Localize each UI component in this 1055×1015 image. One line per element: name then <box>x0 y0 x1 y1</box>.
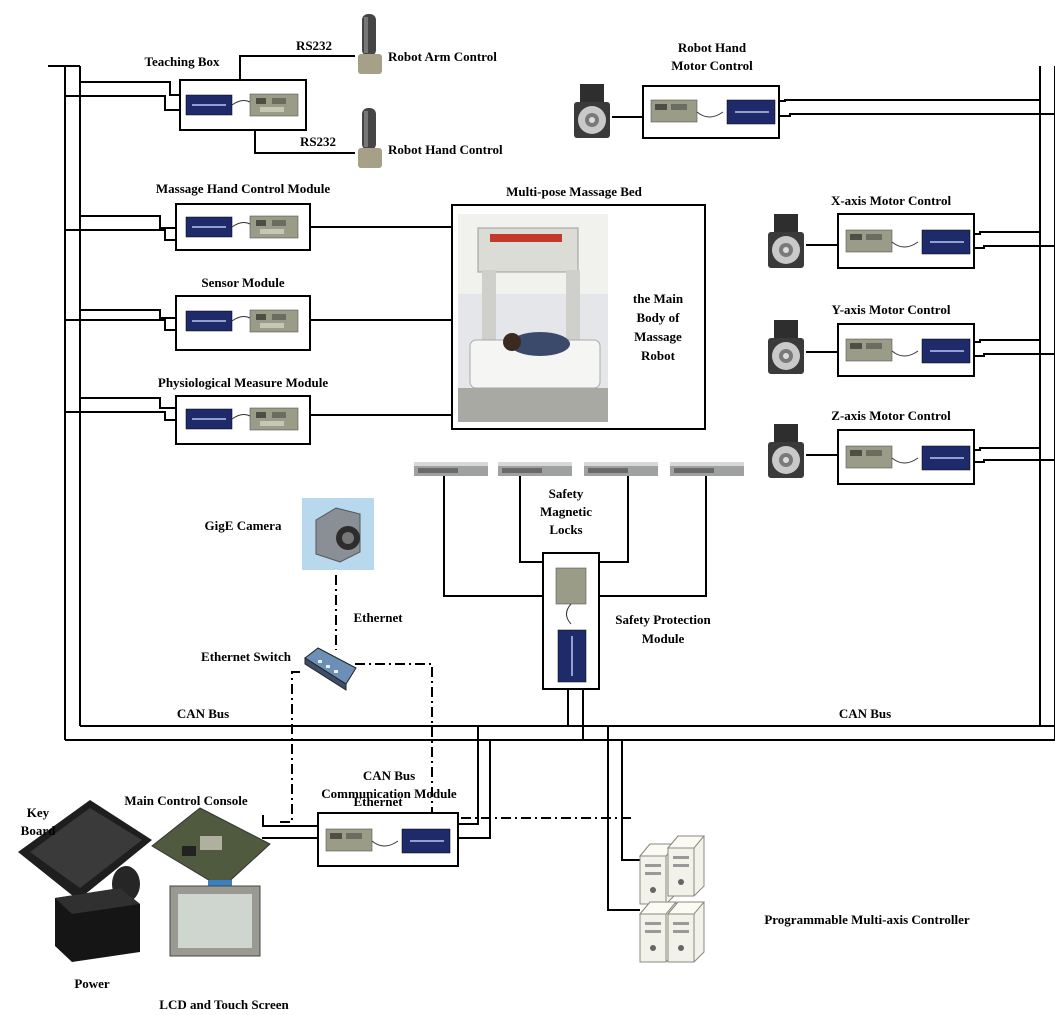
keyboard <box>18 800 152 902</box>
labels: Teaching Box RS232 RS232 Robot Arm Contr… <box>21 38 970 1012</box>
ethernet-links <box>280 575 635 823</box>
robot-hand-control-label: Robot Hand Control <box>388 142 503 157</box>
massage-hand-control-module <box>175 203 311 251</box>
z-axis-label: Z-axis Motor Control <box>831 408 951 423</box>
y-axis-label: Y-axis Motor Control <box>832 302 951 317</box>
y-axis-motor-control <box>768 320 975 377</box>
teaching-box <box>179 79 307 131</box>
massage-bed-box <box>451 204 706 430</box>
lcd-touch-screen <box>169 880 261 957</box>
massage-robot-photo <box>458 214 608 422</box>
robot-hand-motor-control <box>574 84 780 139</box>
massage-bed-label: Multi-pose Massage Bed <box>506 184 643 199</box>
gige-camera-label: GigE Camera <box>205 518 282 533</box>
ethernet-switch <box>304 647 357 691</box>
keyboard-label-2: Board <box>21 823 56 838</box>
programmable-controller-label: Programmable Multi-axis Controller <box>764 912 970 927</box>
safety-protection-label-1: Safety Protection <box>615 612 711 627</box>
can-bus-communication-module <box>317 812 459 867</box>
teaching-box-label: Teaching Box <box>144 54 220 69</box>
safety-locks-label-1: Safety <box>549 486 584 501</box>
robot-hand-motor-label-1: Robot Hand <box>678 40 747 55</box>
z-axis-motor-control <box>768 424 975 485</box>
lcd-label: LCD and Touch Screen <box>159 997 289 1012</box>
safety-locks-label-3: Locks <box>549 522 582 537</box>
can-comm-label-2: Communication Module <box>321 786 457 801</box>
power-label: Power <box>74 976 110 991</box>
wiring <box>48 55 1055 911</box>
can-bus-left-label: CAN Bus <box>177 706 229 721</box>
main-body-label-4: Robot <box>641 348 676 363</box>
sensor-module-label: Sensor Module <box>201 275 284 290</box>
main-console-label: Main Control Console <box>124 793 247 808</box>
safety-protection-label-2: Module <box>642 631 685 646</box>
power-supply <box>55 888 140 962</box>
main-body-label-2: Body of <box>637 310 681 325</box>
programmable-multi-axis-controller <box>639 835 705 963</box>
ethernet-top-label: Ethernet <box>353 610 403 625</box>
main-body-label-1: the Main <box>633 291 684 306</box>
main-body-label-3: Massage <box>634 329 682 344</box>
x-axis-label: X-axis Motor Control <box>831 193 952 208</box>
robot-hand-joystick <box>358 108 382 168</box>
safety-magnetic-locks <box>414 462 744 476</box>
can-bus-right-label: CAN Bus <box>839 706 891 721</box>
sensor-module <box>175 295 311 351</box>
physio-module-label: Physiological Measure Module <box>158 375 328 390</box>
gige-camera <box>302 498 374 570</box>
main-control-console-board <box>151 807 271 889</box>
keyboard-label-1: Key <box>27 805 50 820</box>
robot-arm-joystick <box>358 14 382 74</box>
robot-arm-control-label: Robot Arm Control <box>388 49 497 64</box>
can-comm-label-1: CAN Bus <box>363 768 415 783</box>
safety-locks-label-2: Magnetic <box>540 504 592 519</box>
robot-hand-motor-label-2: Motor Control <box>671 58 753 73</box>
ethernet-switch-label: Ethernet Switch <box>201 649 292 664</box>
safety-protection-module <box>542 552 600 690</box>
rs232-top-label: RS232 <box>296 38 332 53</box>
rs232-bottom-label: RS232 <box>300 134 336 149</box>
x-axis-motor-control <box>768 213 975 269</box>
physiological-measure-module <box>175 395 311 445</box>
massage-hand-module-label: Massage Hand Control Module <box>156 181 330 196</box>
ethernet-bottom-label: Ethernet <box>353 794 403 809</box>
